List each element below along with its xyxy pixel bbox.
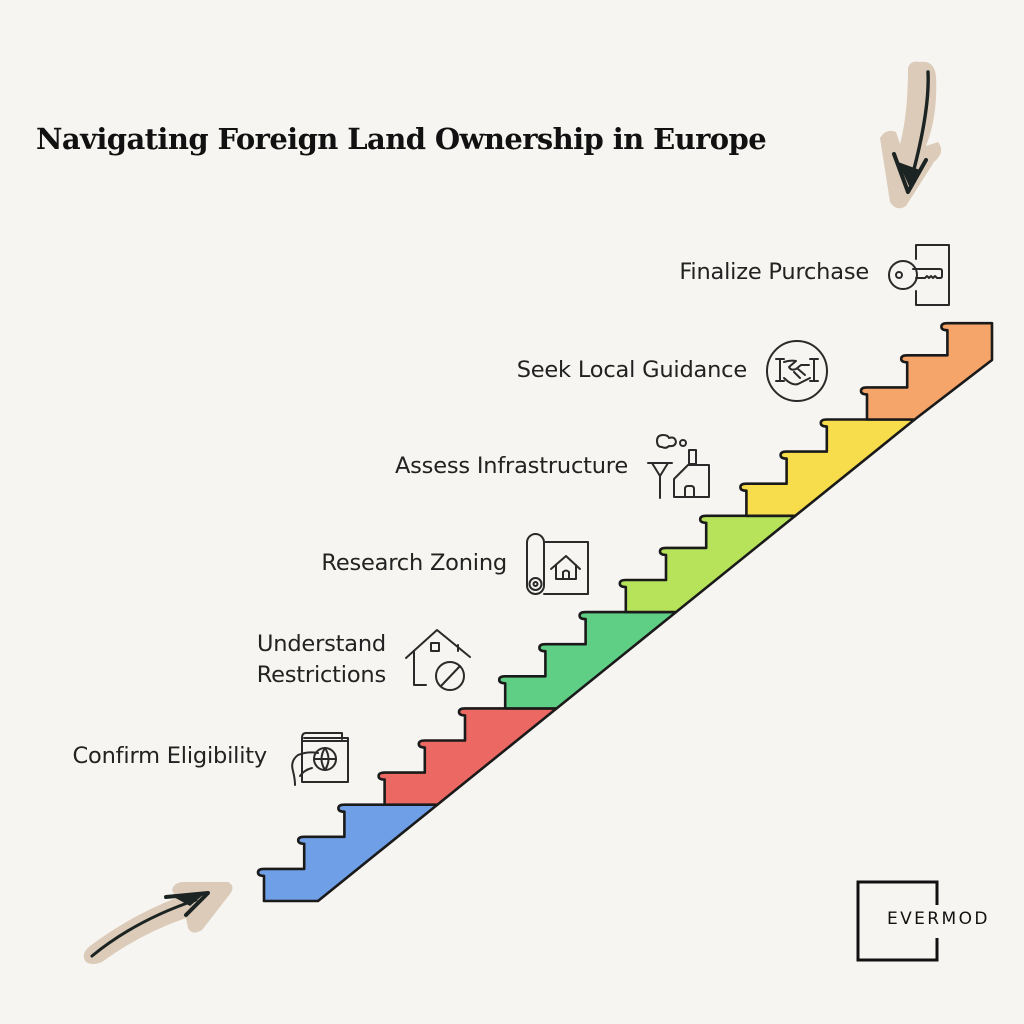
stair-segment-5 xyxy=(739,418,916,518)
infrastructure-factory-icon xyxy=(647,434,710,499)
step-label-line2: Restrictions xyxy=(256,662,387,688)
stair-segment-1 xyxy=(256,803,439,903)
step-label-seek-local-guidance: Seek Local Guidance xyxy=(516,357,748,383)
page-title: Navigating Foreign Land Ownership in Eur… xyxy=(36,122,767,156)
stair-segment-3 xyxy=(497,610,678,710)
key-door-icon xyxy=(888,244,950,306)
step-label-finalize-purchase: Finalize Purchase xyxy=(679,259,869,285)
step-label-research-zoning: Research Zoning xyxy=(321,550,507,576)
logo-text: EVERMOD xyxy=(887,909,990,929)
stair-segment-6 xyxy=(859,321,994,421)
passport-icon xyxy=(291,732,349,786)
arrow-down-icon xyxy=(880,61,942,209)
stair-segment-2 xyxy=(377,707,558,806)
handshake-icon xyxy=(766,340,828,402)
stair-segment-4 xyxy=(618,514,797,614)
step-label-confirm-eligibility: Confirm Eligibility xyxy=(72,743,268,769)
arrow-up-right-icon xyxy=(83,882,233,964)
house-restricted-icon xyxy=(405,629,471,691)
step-label-assess-infrastructure: Assess Infrastructure xyxy=(394,453,628,479)
blueprint-house-icon xyxy=(526,533,589,595)
step-label-line1: Understand xyxy=(257,631,386,657)
step-label-understand-restrictions: Understand Restrictions xyxy=(256,629,387,691)
